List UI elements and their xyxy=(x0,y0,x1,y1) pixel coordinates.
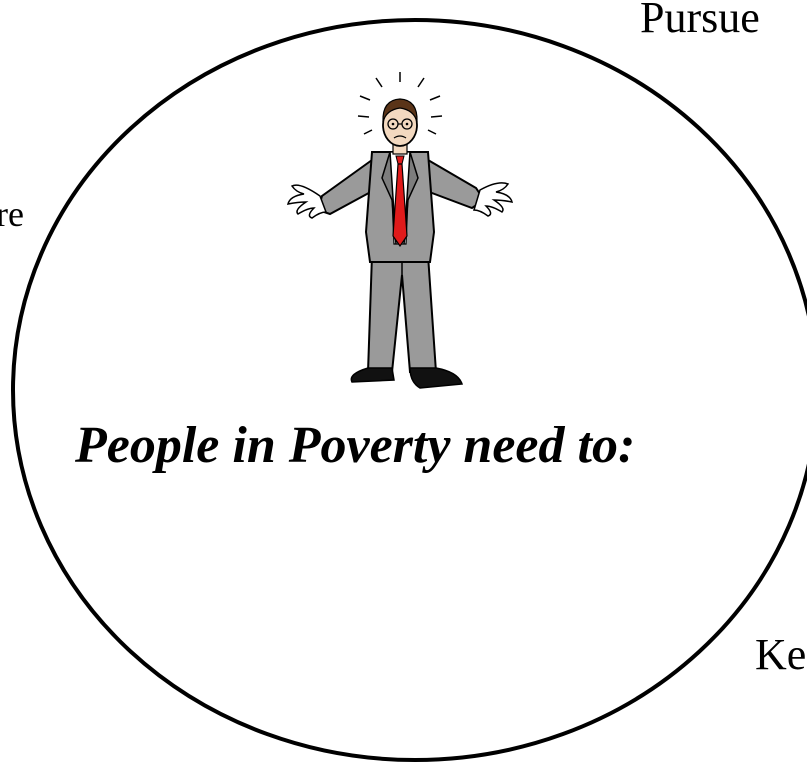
cycle-label-left: re xyxy=(0,194,24,234)
cycle-circle xyxy=(11,18,807,762)
cycle-label-top-right: Pursue xyxy=(640,0,760,42)
cycle-label-bottom-right: Ke xyxy=(755,630,807,679)
tie xyxy=(392,163,408,248)
worry-lines xyxy=(357,72,443,135)
confused-businessman-icon xyxy=(286,72,514,389)
center-heading: People in Poverty need to: xyxy=(75,417,636,474)
